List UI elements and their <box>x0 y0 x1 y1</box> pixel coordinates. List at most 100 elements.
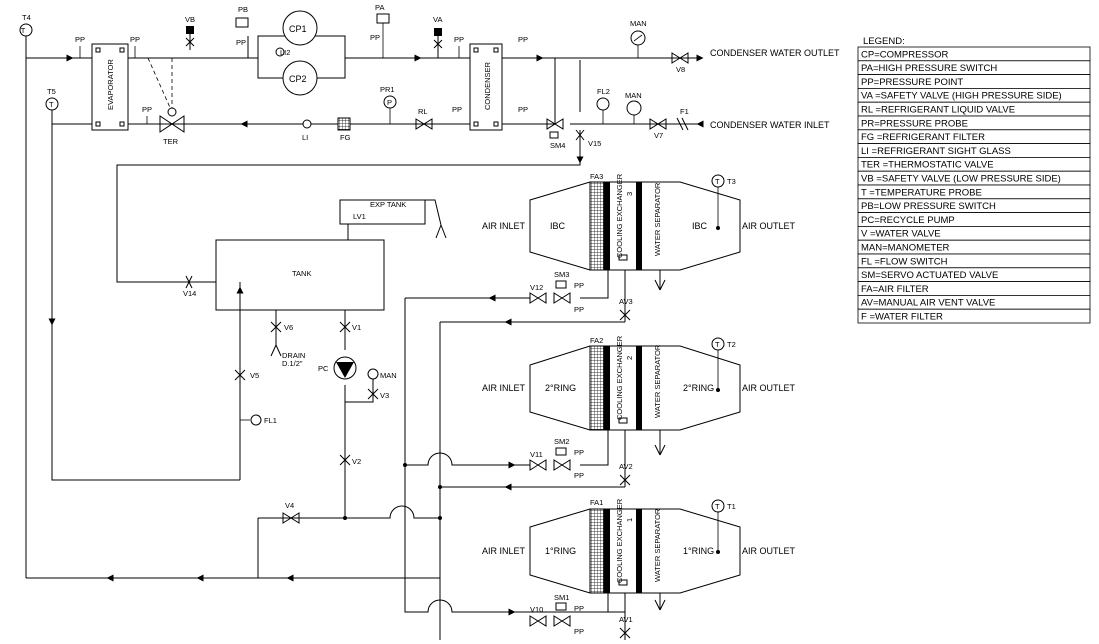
evaporator <box>91 43 129 131</box>
legend-item: FL =FLOW SWITCH <box>861 256 948 267</box>
svg-text:EXP TANK: EXP TANK <box>370 200 406 209</box>
svg-text:PP: PP <box>236 38 246 47</box>
svg-text:V15: V15 <box>588 139 601 148</box>
sight-glass-li2 <box>275 47 285 57</box>
svg-text:V6: V6 <box>284 323 293 332</box>
svg-text:COOLING EXCHANGER: COOLING EXCHANGER <box>615 173 624 258</box>
svg-text:2°RING: 2°RING <box>545 383 576 393</box>
svg-text:T: T <box>21 26 26 35</box>
svg-text:D.1/2": D.1/2" <box>282 359 303 368</box>
svg-text:LV1: LV1 <box>353 212 366 221</box>
svg-text:V11: V11 <box>530 450 543 459</box>
flow-switch-fl1 <box>250 414 262 426</box>
svg-text:T: T <box>715 177 720 186</box>
svg-text:V14: V14 <box>183 289 196 298</box>
legend-row <box>857 308 1091 324</box>
svg-text:AIR OUTLET: AIR OUTLET <box>742 221 796 231</box>
sm4-valve <box>546 118 564 130</box>
legend-title: LEGEND: <box>863 36 905 47</box>
legend-item: FA=AIR FILTER <box>861 284 929 295</box>
svg-text:PP: PP <box>75 35 85 44</box>
svg-text:SM1: SM1 <box>554 593 569 602</box>
svg-text:PP: PP <box>518 105 528 114</box>
pb-switch <box>235 17 249 28</box>
svg-text:PC: PC <box>318 364 329 373</box>
svg-text:COOLING EXCHANGER: COOLING EXCHANGER <box>615 498 624 583</box>
svg-text:F1: F1 <box>680 107 689 116</box>
svg-text:V1: V1 <box>352 323 361 332</box>
svg-text:LI2: LI2 <box>280 48 290 57</box>
svg-text:T: T <box>49 100 54 109</box>
expansion-tank <box>339 199 426 225</box>
svg-text:WATER SEPARATOR: WATER SEPARATOR <box>653 344 662 418</box>
pa-switch <box>376 13 390 24</box>
legend-item: CP=COMPRESSOR <box>861 49 949 60</box>
svg-text:PP: PP <box>574 305 584 314</box>
svg-text:SM4: SM4 <box>550 141 565 150</box>
svg-text:FL1: FL1 <box>264 416 277 425</box>
svg-text:PP: PP <box>142 105 152 114</box>
legend-item: RL =REFRIGERANT LIQUID VALVE <box>861 105 1015 116</box>
svg-text:T2: T2 <box>727 340 736 349</box>
svg-text:SM2: SM2 <box>554 437 569 446</box>
svg-text:IBC: IBC <box>692 221 708 231</box>
svg-text:AIR INLET: AIR INLET <box>482 546 526 556</box>
svg-text:T: T <box>715 502 720 511</box>
svg-text:PP: PP <box>574 604 584 613</box>
tag-t5: T5 <box>47 87 56 96</box>
svg-text:WATER SEPARATOR: WATER SEPARATOR <box>653 508 662 582</box>
svg-text:TANK: TANK <box>292 269 311 278</box>
legend-item: T =TEMPERATURE PROBE <box>861 187 982 198</box>
evaporator-label: EVAPORATOR <box>106 59 115 110</box>
svg-text:PP: PP <box>452 105 462 114</box>
svg-text:PA: PA <box>375 3 384 12</box>
legend-item: VB =SAFETY VALVE (LOW PRESSURE SIDE) <box>861 174 1061 185</box>
svg-text:1: 1 <box>625 518 634 522</box>
svg-text:V10: V10 <box>530 605 543 614</box>
svg-text:PP: PP <box>574 471 584 480</box>
tank <box>215 239 385 311</box>
condenser-label: CONDENSER <box>483 61 492 110</box>
svg-text:FA3: FA3 <box>590 172 603 181</box>
svg-text:PP: PP <box>130 35 140 44</box>
svg-text:FG: FG <box>340 133 351 142</box>
svg-text:AIR OUTLET: AIR OUTLET <box>742 383 796 393</box>
svg-text:V8: V8 <box>676 65 685 74</box>
svg-text:AV3: AV3 <box>619 297 633 306</box>
legend-item: SM=SERVO ACTUATED VALVE <box>861 270 998 281</box>
svg-text:AV2: AV2 <box>619 462 633 471</box>
air-unit-2: COOLING EXCHANGER 2 WATER SEPARATOR AIR … <box>482 335 796 487</box>
svg-text:PP: PP <box>454 35 464 44</box>
legend-item: AV=MANUAL AIR VENT VALVE <box>861 298 995 309</box>
svg-text:3: 3 <box>625 192 634 196</box>
legend-item: PC=RECYCLE PUMP <box>861 215 955 226</box>
manometer-inlet <box>626 100 642 116</box>
svg-text:V12: V12 <box>530 283 543 292</box>
svg-text:PR1: PR1 <box>380 85 395 94</box>
legend-item: MAN=MANOMETER <box>861 243 950 254</box>
svg-text:T1: T1 <box>727 502 736 511</box>
svg-text:T3: T3 <box>727 177 736 186</box>
svg-text:VB: VB <box>185 15 195 24</box>
svg-text:TER: TER <box>163 137 179 146</box>
svg-text:FA2: FA2 <box>590 336 603 345</box>
svg-text:PP: PP <box>370 33 380 42</box>
svg-text:SM3: SM3 <box>554 270 569 279</box>
svg-text:V4: V4 <box>285 501 294 510</box>
svg-text:V5: V5 <box>250 371 259 380</box>
flow-switch-fl2 <box>596 97 610 111</box>
legend-item: LI =REFRIGERANT SIGHT GLASS <box>861 146 1011 157</box>
manometer-pump <box>367 368 379 380</box>
svg-text:P: P <box>387 98 392 107</box>
condenser-water-outlet-label: CONDENSER WATER OUTLET <box>710 48 840 58</box>
svg-text:2°RING: 2°RING <box>683 383 714 393</box>
svg-text:V3: V3 <box>380 391 389 400</box>
svg-text:CP1: CP1 <box>289 24 307 34</box>
legend-item: PB=LOW PRESSURE SWITCH <box>861 201 996 212</box>
legend-item: PP=PRESSURE POINT <box>861 77 963 88</box>
svg-text:V2: V2 <box>352 457 361 466</box>
svg-text:WATER SEPARATOR: WATER SEPARATOR <box>653 182 662 256</box>
svg-text:MAN: MAN <box>380 371 397 380</box>
